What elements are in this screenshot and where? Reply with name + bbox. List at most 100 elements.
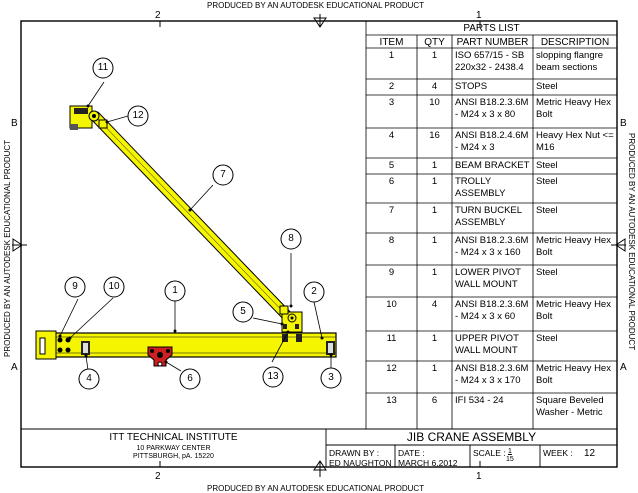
parts-list-header-part-number: PART NUMBER xyxy=(456,37,529,48)
zone-label-right-b: B xyxy=(620,118,627,129)
drawn-by-label: DRAWN BY : xyxy=(329,448,380,458)
zone-label-top-2: 2 xyxy=(155,10,161,21)
balloon-2: 2 xyxy=(311,286,317,297)
parts-row-item: 8 xyxy=(388,235,395,246)
parts-row-qty: 1 xyxy=(431,333,438,344)
parts-row-part-number: LOWER PIVOT WALL MOUNT xyxy=(455,267,521,290)
parts-list-header-qty: QTY xyxy=(424,37,445,48)
zone-label-left-b: B xyxy=(11,118,18,129)
parts-row-description: Square Beveled Washer - Metric xyxy=(536,395,604,418)
balloon-4: 4 xyxy=(86,373,92,384)
parts-list-title: PARTS LIST xyxy=(463,23,520,34)
parts-row-item: 6 xyxy=(388,176,395,187)
leader-arrowheads xyxy=(58,104,333,364)
parts-row-part-number: IFI 534 - 24 xyxy=(455,395,504,406)
parts-row-item: 9 xyxy=(388,267,395,278)
balloon-10: 10 xyxy=(108,281,120,292)
parts-row-part-number: ANSI B18.2.3.6M - M24 x 3 x 160 xyxy=(455,235,529,258)
parts-row-item: 10 xyxy=(386,299,397,310)
parts-row-item: 11 xyxy=(386,333,397,344)
parts-row-qty: 1 xyxy=(431,176,438,187)
balloon-12: 12 xyxy=(132,110,144,121)
balloon-7: 7 xyxy=(220,169,226,180)
balloon-13: 13 xyxy=(267,371,279,382)
parts-row-part-number: TURN BUCKEL ASSEMBLY xyxy=(455,205,522,228)
parts-row-part-number: ANSI B18.2.3.6M - M24 x 3 x 170 xyxy=(455,363,529,386)
parts-row-qty: 4 xyxy=(431,299,438,310)
parts-row-qty: 1 xyxy=(431,363,438,374)
parts-row-description: Steel xyxy=(536,333,558,344)
beam-bracket xyxy=(279,305,303,333)
watermark-top: PRODUCED BY AN AUTODESK EDUCATIONAL PROD… xyxy=(207,1,425,10)
parts-row-qty: 16 xyxy=(429,130,440,141)
parts-row-description: Metric Heavy Hex Bolt xyxy=(536,363,611,386)
balloon-8: 8 xyxy=(288,233,294,244)
parts-row-item: 12 xyxy=(386,363,397,374)
parts-row-part-number: ISO 657/15 - SB 220x32 - 2438.4 xyxy=(455,50,525,73)
parts-row-part-number: BEAM BRACKET xyxy=(455,160,530,171)
upper-pivot-wall-mount xyxy=(69,105,108,130)
parts-row-description: Steel xyxy=(536,205,558,216)
parts-row-qty: 1 xyxy=(431,205,438,216)
parts-row-description: Metric Heavy Hex Bolt xyxy=(536,235,611,258)
parts-row-part-number: ANSI B18.2.3.6M - M24 x 3 x 80 xyxy=(455,97,529,120)
parts-row-qty: 1 xyxy=(431,160,438,171)
parts-row-part-number: ANSI B18.2.4.6M - M24 x 3 xyxy=(455,130,529,153)
parts-row-qty: 4 xyxy=(431,81,438,92)
balloon-11: 11 xyxy=(97,62,109,73)
balloon-3: 3 xyxy=(328,372,334,383)
date-value: MARCH 6,2012 xyxy=(398,458,458,468)
parts-list-header-item: ITEM xyxy=(379,37,404,48)
parts-row-item: 1 xyxy=(388,50,395,61)
parts-list-header-description: DESCRIPTION xyxy=(540,37,610,48)
balloon-6: 6 xyxy=(187,373,193,384)
scale-label: SCALE : xyxy=(473,448,506,458)
parts-row-item: 3 xyxy=(388,97,395,108)
zone-label-bottom-1: 1 xyxy=(476,471,482,482)
balloon-1: 1 xyxy=(172,285,178,296)
parts-row-description: Steel xyxy=(536,81,558,92)
parts-row-item: 5 xyxy=(388,160,395,171)
institute-address-line2: PITTSBURGH, pA. 15220 xyxy=(133,453,214,460)
parts-row-item: 7 xyxy=(388,205,395,216)
parts-row-part-number: TROLLY ASSEMBLY xyxy=(455,176,506,199)
drawn-by-value: ED NAUGHTON xyxy=(329,458,392,468)
parts-row-description: Heavy Hex Nut <= M16 xyxy=(536,130,614,153)
week-value: 12 xyxy=(584,448,596,459)
institute-address-line1: 10 PARKWAY CENTER xyxy=(136,445,211,452)
main-beam xyxy=(35,330,337,360)
parts-row-part-number: STOPS xyxy=(455,81,488,92)
institute-name: ITT TECHNICAL INSTITUTE xyxy=(109,432,238,443)
parts-row-qty: 10 xyxy=(429,97,440,108)
zone-label-left-a: A xyxy=(11,362,18,373)
scale-numerator: 1 xyxy=(508,448,512,455)
parts-row-description: slopping flangre beam sections xyxy=(536,50,604,73)
zone-label-right-a: A xyxy=(620,362,627,373)
parts-row-description: Steel xyxy=(536,176,558,187)
parts-row-description: Metric Heavy Hex Bolt xyxy=(536,97,611,120)
parts-row-qty: 1 xyxy=(431,235,438,246)
parts-row-qty: 6 xyxy=(431,395,438,406)
scale-denominator: 15 xyxy=(506,456,514,463)
date-label: DATE : xyxy=(398,448,425,458)
title-block-grid xyxy=(21,428,617,467)
parts-row-part-number: ANSI B18.2.3.6M - M24 x 3 x 60 xyxy=(455,299,529,322)
parts-row-description: Steel xyxy=(536,160,558,171)
drawing-title: JIB CRANE ASSEMBLY xyxy=(406,430,537,444)
zone-label-bottom-2: 2 xyxy=(155,471,161,482)
parts-list-grid xyxy=(365,21,617,429)
week-label: WEEK : xyxy=(543,448,573,458)
parts-row-qty: 1 xyxy=(431,267,438,278)
zone-label-top-1: 1 xyxy=(476,10,482,21)
parts-row-item: 4 xyxy=(388,130,395,141)
parts-row-description: Metric Heavy Hex Bolt xyxy=(536,299,611,322)
balloon-circles xyxy=(64,57,342,390)
leader-lines xyxy=(59,81,332,372)
parts-row-description: Steel xyxy=(536,267,558,278)
parts-row-item: 13 xyxy=(386,395,397,406)
parts-row-part-number: UPPER PIVOT WALL MOUNT xyxy=(455,333,519,356)
watermark-bottom: PRODUCED BY AN AUTODESK EDUCATIONAL PROD… xyxy=(207,484,425,493)
parts-row-qty: 1 xyxy=(431,50,438,61)
